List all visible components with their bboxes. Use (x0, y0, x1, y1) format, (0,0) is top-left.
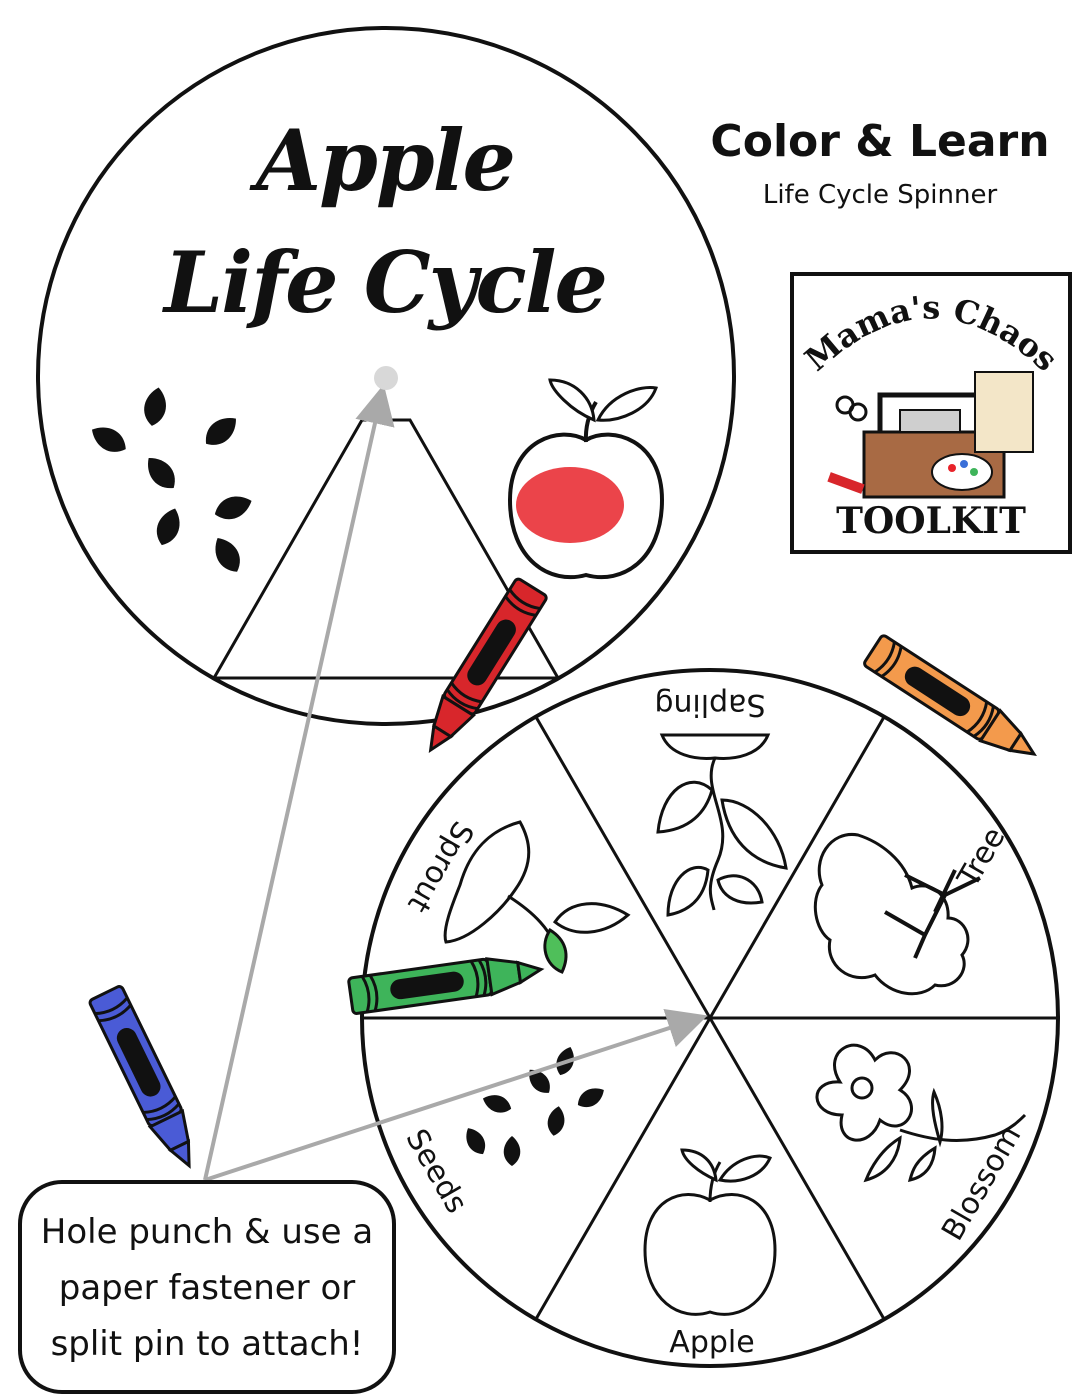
color-learn-subtitle: Life Cycle Spinner (762, 180, 998, 210)
cover-window-cutout (211, 418, 561, 680)
sprout-icon (443, 820, 631, 974)
instruction-arrows (203, 384, 708, 1182)
blue-crayon-icon (87, 983, 207, 1176)
logo-bottom-text: TOOLKIT (836, 500, 1026, 542)
color-learn-title: Color & Learn (710, 116, 1050, 167)
mamas-chaos-toolkit-logo: Mama's Chaos TOOLKIT (790, 272, 1072, 554)
section-label-apple: Apple (669, 1325, 754, 1360)
tree-icon (813, 833, 981, 996)
page-title: Apple Life Cycle (60, 100, 710, 344)
section-label-sapling: Sapling (654, 687, 765, 722)
instruction-line-2: paper fastener or (58, 1268, 356, 1308)
spinner-wheel[interactable] (360, 668, 1060, 1368)
wheel-apple-icon (643, 1148, 777, 1316)
sapling-icon (656, 733, 788, 917)
title-line-2: Life Cycle (164, 233, 608, 332)
instruction-line-3: split pin to attach! (50, 1324, 364, 1364)
instruction-box: Hole punch & use a paper fastener or spl… (18, 1180, 396, 1394)
instruction-line-1: Hole punch & use a (40, 1212, 374, 1252)
cover-pin-hole (374, 366, 398, 390)
cover-apple-icon (507, 378, 665, 580)
title-line-1: Apple (256, 111, 516, 210)
blossom-icon (815, 1043, 1027, 1183)
